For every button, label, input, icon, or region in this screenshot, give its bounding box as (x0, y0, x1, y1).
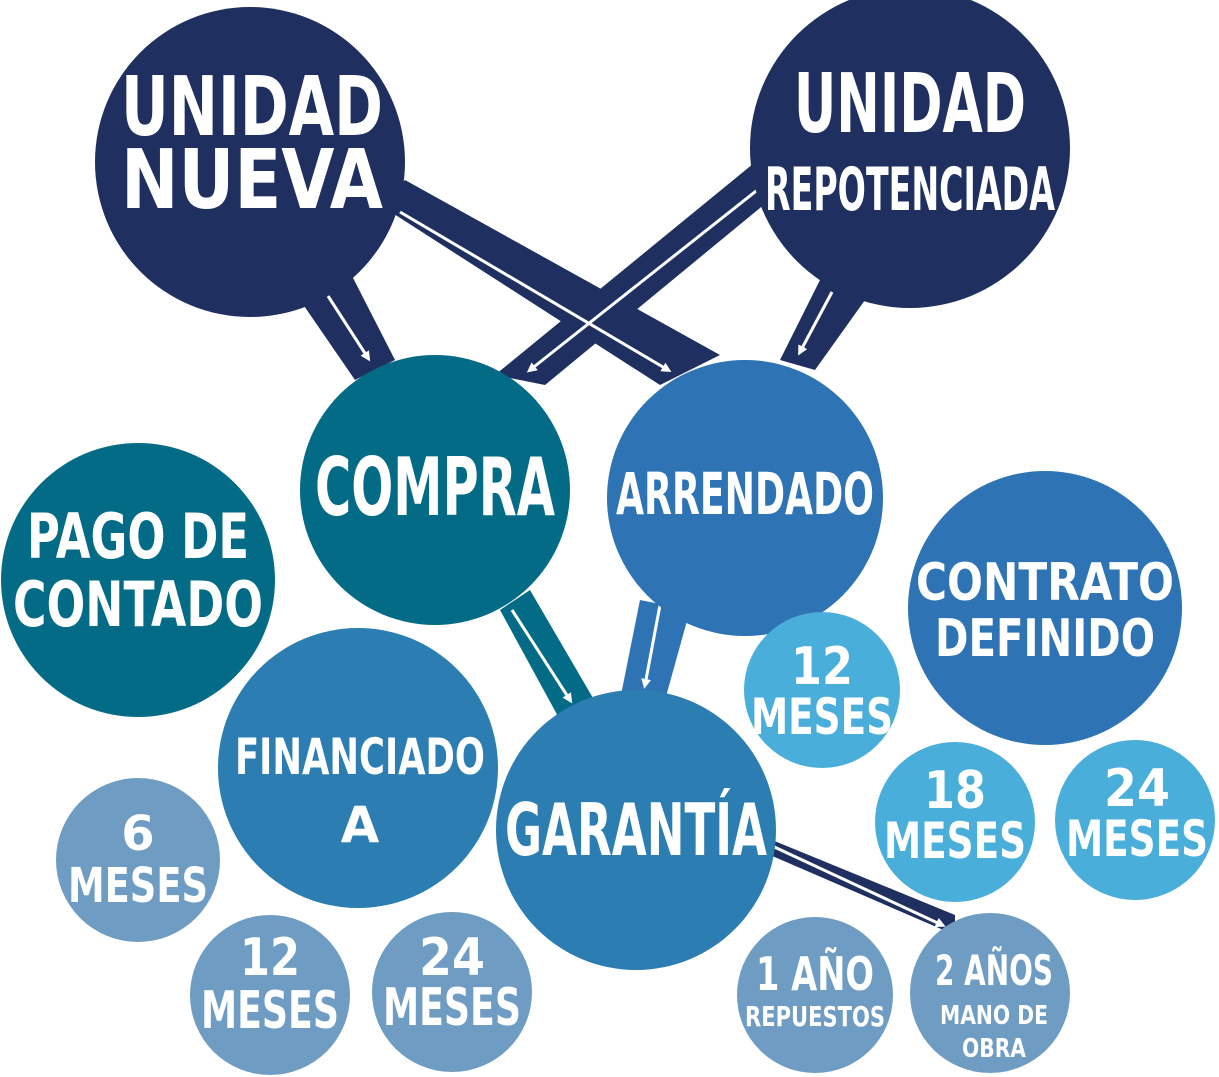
arrow-financiado-12 (287, 891, 302, 922)
node-label: COMPRA (315, 441, 555, 534)
node-label: 12 (240, 928, 300, 988)
connector-repotenciada-compra (495, 150, 800, 385)
arrow-garantia-2anos (769, 843, 946, 928)
node-unidad-repotenciada: UNIDAD REPOTENCIADA (750, 0, 1070, 308)
node-circle (607, 360, 883, 636)
node-label: MANO DE (940, 1001, 1048, 1031)
node-label: MESES (201, 981, 339, 1041)
node-circle (218, 628, 498, 908)
node-circle (1055, 740, 1215, 900)
node-circle (496, 690, 776, 970)
arrow-lines (200, 178, 1111, 941)
node-circle (56, 778, 220, 942)
node-label: REPUESTOS (745, 1000, 885, 1033)
node-label: DEFINIDO (935, 609, 1155, 669)
node-label: PAGO DE (27, 500, 249, 573)
node-circle (737, 917, 893, 1073)
node-financiado-24-meses: 24 MESES (372, 912, 532, 1072)
arrow-contrato-12 (891, 650, 919, 666)
arrow-compra-pago (274, 510, 306, 535)
node-arrendado: ARRENDADO (607, 360, 883, 636)
node-label: UNIDAD (121, 60, 383, 155)
node-financiado: FINANCIADO A (218, 628, 498, 908)
node-circle (372, 912, 532, 1072)
arrow-nueva-arrendado (399, 210, 672, 373)
node-pago-contado: PAGO DE CONTADO (1, 443, 275, 717)
node-circle (95, 7, 405, 317)
node-label: 18 (924, 761, 986, 821)
node-label: MESES (884, 812, 1026, 870)
node-label: CONTADO (13, 568, 263, 641)
node-garantia-1-ano: 1 AÑO REPUESTOS (737, 917, 893, 1073)
node-label: OBRA (962, 1034, 1026, 1064)
node-contrato-12-meses: 12 MESES (744, 612, 900, 768)
node-contrato-definido: CONTRATO DEFINIDO (908, 471, 1182, 745)
arrow-repotenciada-compra (526, 178, 771, 373)
node-label: 24 (1104, 759, 1170, 819)
node-label: A (341, 796, 380, 854)
node-contrato-18-meses: 18 MESES (875, 742, 1035, 902)
arrow-repotenciada-arrendado (798, 291, 834, 356)
node-compra: COMPRA (300, 355, 570, 625)
node-circle (910, 913, 1070, 1073)
node-circle (750, 0, 1070, 308)
node-circle (744, 612, 900, 768)
connector-nueva-arrendado (380, 180, 720, 385)
arrow-arrendado-contrato (871, 536, 916, 555)
arrow-financiado-24 (402, 895, 425, 924)
node-label: MESES (751, 688, 893, 746)
arrow-nueva-compra (326, 295, 371, 362)
node-label: FINANCIADO (235, 728, 485, 786)
node-circle (875, 742, 1035, 902)
node-label: 6 (121, 806, 154, 862)
node-label: MESES (383, 978, 521, 1038)
arrow-arrendado-garantia (641, 604, 662, 689)
node-label: 24 (419, 928, 485, 988)
node-label: CONTRATO (916, 553, 1174, 613)
node-circle (190, 915, 350, 1075)
node-label: ARRENDADO (616, 460, 874, 528)
node-contrato-24-meses: 24 MESES (1055, 740, 1215, 900)
node-financiado-6-meses: 6 MESES (56, 778, 220, 942)
node-label: 12 (791, 637, 853, 697)
node-label: GARANTÍA (505, 788, 767, 872)
node-label: REPOTENCIADA (765, 155, 1055, 225)
node-garantia: GARANTÍA (496, 690, 776, 970)
arrow-compra-garantia (510, 609, 573, 704)
node-circle (300, 355, 570, 625)
node-circle (908, 471, 1182, 745)
node-label: UNIDAD (794, 57, 1026, 152)
node-label: MESES (1066, 810, 1208, 868)
connector-arrendado-garantia (620, 600, 690, 700)
node-financiado-12-meses: 12 MESES (190, 915, 350, 1075)
node-unidad-nueva: UNIDAD NUEVA (95, 7, 405, 317)
node-label: MESES (68, 858, 208, 914)
connector-compra-garantia (500, 590, 600, 720)
node-label: 1 AÑO (756, 947, 874, 1001)
node-label: 2 AÑOS (935, 945, 1053, 995)
node-circle (1, 443, 275, 717)
node-label: NUEVA (121, 133, 383, 228)
node-garantia-2-anos: 2 AÑOS MANO DE OBRA (910, 913, 1070, 1073)
